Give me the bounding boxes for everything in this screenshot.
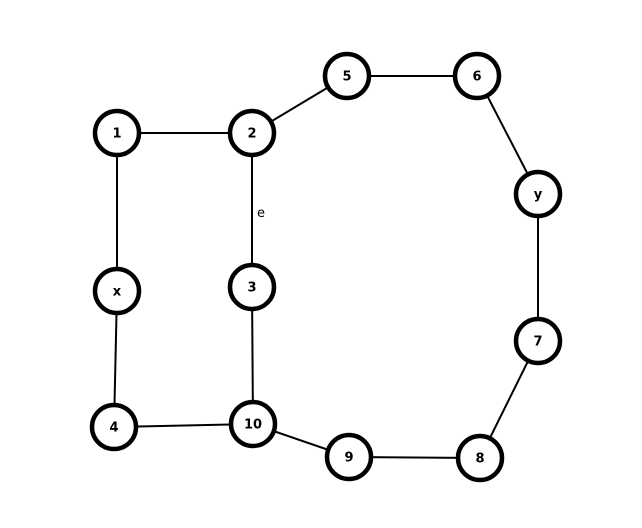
node-label: 10	[244, 418, 262, 433]
node-10: 10	[228, 399, 278, 449]
node-label: x	[113, 285, 122, 300]
node-label: 3	[247, 281, 256, 296]
edges-layer	[113, 75, 539, 459]
node-5: 5	[322, 51, 372, 101]
node-circle	[513, 316, 563, 366]
node-label: 8	[475, 452, 484, 467]
node-label: 1	[112, 127, 121, 142]
node-6: 6	[452, 51, 502, 101]
node-7: 7	[513, 316, 563, 366]
node-circle	[227, 108, 277, 158]
node-label: 2	[247, 127, 256, 142]
node-circle	[322, 51, 372, 101]
node-3: 3	[227, 262, 277, 312]
node-circle	[92, 108, 142, 158]
node-label: 6	[472, 70, 481, 85]
node-label: y	[534, 188, 543, 203]
node-circle	[455, 433, 505, 483]
node-circle	[228, 399, 278, 449]
node-4: 4	[89, 402, 139, 452]
node-label: 9	[344, 451, 353, 466]
node-circle	[452, 51, 502, 101]
node-label: 5	[342, 70, 351, 85]
node-label: 4	[109, 421, 118, 436]
node-circle	[513, 169, 563, 219]
node-label: 7	[533, 335, 542, 350]
edge-labels-layer: e	[257, 206, 265, 221]
node-y: y	[513, 169, 563, 219]
edge-label-e: e	[257, 206, 265, 221]
node-circle	[324, 432, 374, 482]
node-circle	[92, 266, 142, 316]
node-circle	[227, 262, 277, 312]
node-9: 9	[324, 432, 374, 482]
node-1: 1	[92, 108, 142, 158]
node-x: x	[92, 266, 142, 316]
nodes-layer: 1 2 5 6 y 7 8 9 10 3 x 4	[89, 51, 563, 483]
node-2: 2	[227, 108, 277, 158]
node-circle	[89, 402, 139, 452]
node-8: 8	[455, 433, 505, 483]
